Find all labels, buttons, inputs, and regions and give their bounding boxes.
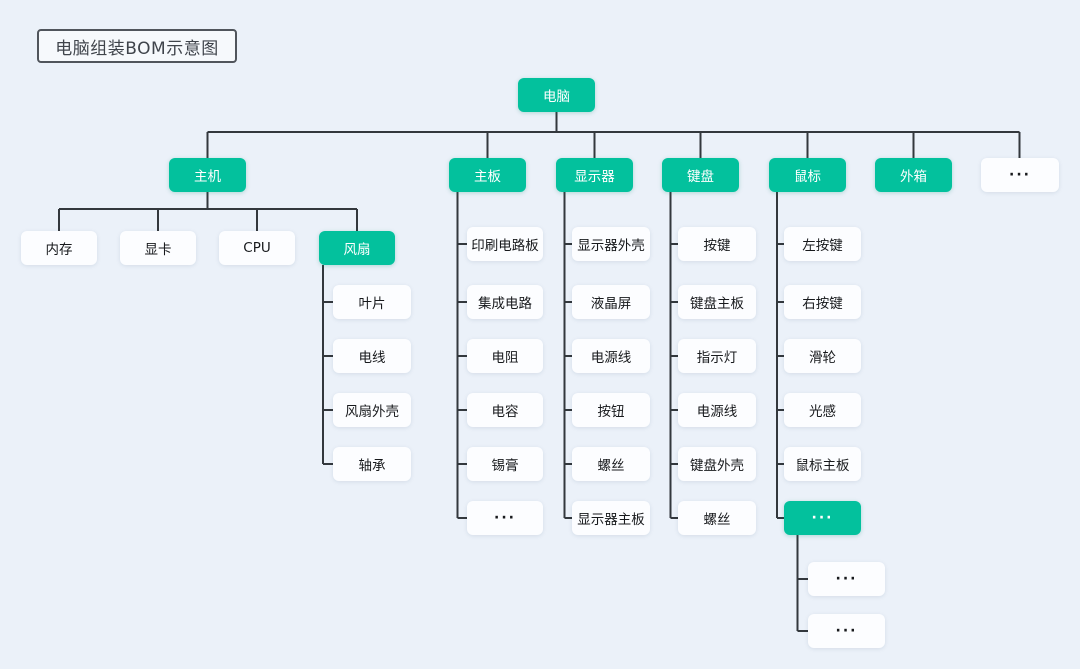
node-button[interactable]: 按钮 xyxy=(572,393,650,427)
node-cpu[interactable]: CPU xyxy=(219,231,295,265)
node-mouse-more-child-1[interactable]: ··· xyxy=(808,562,885,596)
node-computer[interactable]: 电脑 xyxy=(518,78,595,112)
node-fan-shell[interactable]: 风扇外壳 xyxy=(333,393,411,427)
node-motherboard-more[interactable]: ··· xyxy=(467,501,543,535)
connector-fan-children xyxy=(322,265,333,465)
node-fan-bearing[interactable]: 轴承 xyxy=(333,447,411,481)
node-solder-paste[interactable]: 锡膏 xyxy=(467,447,543,481)
node-monitor-screw[interactable]: 螺丝 xyxy=(572,447,650,481)
connector-host-children xyxy=(58,192,358,231)
node-left-button[interactable]: 左按键 xyxy=(784,227,861,261)
node-host[interactable]: 主机 xyxy=(169,158,246,192)
node-integrated-circuit[interactable]: 集成电路 xyxy=(467,285,543,319)
connector-motherboard-children xyxy=(456,192,467,519)
node-fan[interactable]: 风扇 xyxy=(319,231,395,265)
connector-monitor-children xyxy=(563,192,572,519)
node-fan-wire[interactable]: 电线 xyxy=(333,339,411,373)
node-keyboard-shell[interactable]: 键盘外壳 xyxy=(678,447,756,481)
node-keyboard[interactable]: 键盘 xyxy=(662,158,739,192)
node-mouse-more[interactable]: ··· xyxy=(784,501,861,535)
node-monitor-shell[interactable]: 显示器外壳 xyxy=(572,227,650,261)
node-graphics-card[interactable]: 显卡 xyxy=(120,231,196,265)
node-right-button[interactable]: 右按键 xyxy=(784,285,861,319)
node-mouse[interactable]: 鼠标 xyxy=(769,158,846,192)
node-memory[interactable]: 内存 xyxy=(21,231,97,265)
node-fan-blade[interactable]: 叶片 xyxy=(333,285,411,319)
connector-root-to-level2 xyxy=(206,112,1021,158)
connector-mouse-children xyxy=(776,192,784,519)
node-capacitor[interactable]: 电容 xyxy=(467,393,543,427)
node-scroll-wheel[interactable]: 滑轮 xyxy=(784,339,861,373)
node-lcd-screen[interactable]: 液晶屏 xyxy=(572,285,650,319)
diagram-title: 电脑组装BOM示意图 xyxy=(37,29,237,63)
node-motherboard[interactable]: 主板 xyxy=(449,158,526,192)
node-mouse-more-child-2[interactable]: ··· xyxy=(808,614,885,648)
node-monitor[interactable]: 显示器 xyxy=(556,158,633,192)
node-monitor-board[interactable]: 显示器主板 xyxy=(572,501,650,535)
node-level2-more[interactable]: ··· xyxy=(981,158,1059,192)
connector-mouse-more-children xyxy=(796,535,808,632)
connector-keyboard-children xyxy=(669,192,678,519)
node-resistor[interactable]: 电阻 xyxy=(467,339,543,373)
node-monitor-power-cable[interactable]: 电源线 xyxy=(572,339,650,373)
node-keycap[interactable]: 按键 xyxy=(678,227,756,261)
node-keyboard-screw[interactable]: 螺丝 xyxy=(678,501,756,535)
node-outer-box[interactable]: 外箱 xyxy=(875,158,952,192)
node-keyboard-board[interactable]: 键盘主板 xyxy=(678,285,756,319)
node-keyboard-power-cable[interactable]: 电源线 xyxy=(678,393,756,427)
node-light-sensor[interactable]: 光感 xyxy=(784,393,861,427)
node-pcb[interactable]: 印刷电路板 xyxy=(467,227,543,261)
node-mouse-board[interactable]: 鼠标主板 xyxy=(784,447,861,481)
node-indicator-light[interactable]: 指示灯 xyxy=(678,339,756,373)
